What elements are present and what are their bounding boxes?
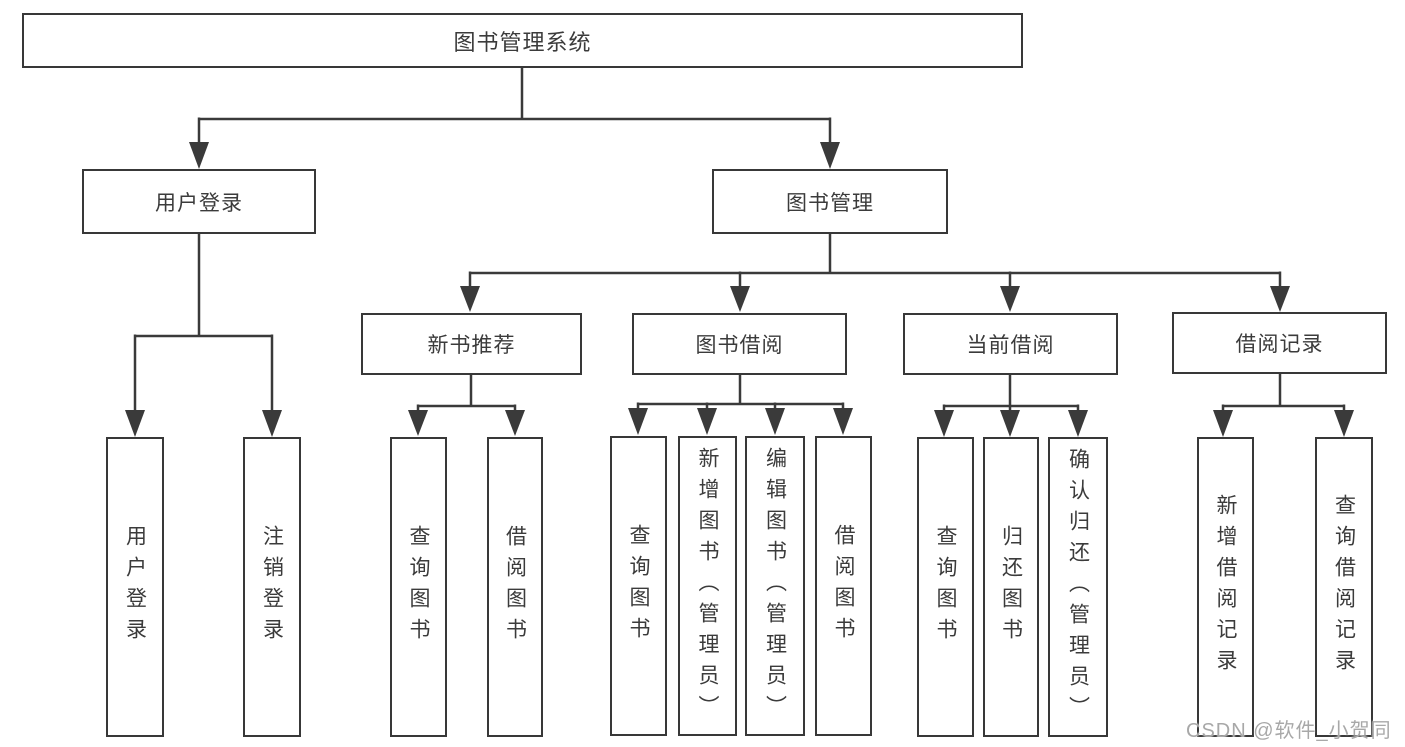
node-label: 编辑图书（管理员） <box>763 446 787 726</box>
node-label: 查询图书 <box>934 525 958 649</box>
node-label: 图书管理 <box>786 191 874 215</box>
node-label: 查询图书 <box>407 525 431 649</box>
node-label: 借阅图书 <box>832 524 856 648</box>
leaf-borrow-books: 借阅图书 <box>815 436 872 736</box>
leaf-add-books-admin: 新增图书（管理员） <box>678 436 737 736</box>
leaf-query-books-borrow: 查询图书 <box>610 436 667 736</box>
node-label: 用户登录 <box>155 191 243 215</box>
watermark: CSDN @软件_小贺同学 <box>1186 720 1392 742</box>
leaf-borrow-books-recommend: 借阅图书 <box>487 437 543 737</box>
leaf-query-books-recommend: 查询图书 <box>390 437 447 737</box>
node-label: 查询图书 <box>627 524 651 648</box>
node-label: 当前借阅 <box>966 334 1055 357</box>
node-label: 确认归还（管理员） <box>1066 447 1090 727</box>
node-library-management-system: 图书管理系统 <box>22 13 1023 68</box>
leaf-edit-books-admin: 编辑图书（管理员） <box>745 436 805 736</box>
node-label: 图书借阅 <box>695 334 784 357</box>
node-label: 图书管理系统 <box>453 29 592 55</box>
node-label: 注销登录 <box>260 525 284 649</box>
node-label: 归还图书 <box>999 525 1023 649</box>
node-label: 新书推荐 <box>427 334 516 357</box>
node-label: 查询借阅记录 <box>1332 494 1356 680</box>
node-current-borrow: 当前借阅 <box>903 313 1118 375</box>
leaf-add-borrow-record: 新增借阅记录 <box>1197 437 1254 737</box>
node-label: 借阅图书 <box>503 525 527 649</box>
leaf-confirm-return-admin: 确认归还（管理员） <box>1048 437 1108 737</box>
node-book-borrow: 图书借阅 <box>632 313 847 375</box>
node-label: 借阅记录 <box>1235 333 1324 356</box>
leaf-logout: 注销登录 <box>243 437 301 737</box>
leaf-return-books: 归还图书 <box>983 437 1039 737</box>
node-new-book-recommend: 新书推荐 <box>361 313 582 375</box>
node-label: 用户登录 <box>123 525 147 649</box>
connectors <box>125 67 1354 437</box>
node-book-management: 图书管理 <box>712 169 948 234</box>
leaf-query-borrow-record: 查询借阅记录 <box>1315 437 1373 737</box>
node-user-login: 用户登录 <box>82 169 316 234</box>
node-label: 新增借阅记录 <box>1214 494 1238 680</box>
leaf-query-books-current: 查询图书 <box>917 437 974 737</box>
node-label: 新增图书（管理员） <box>696 446 720 726</box>
node-borrow-records: 借阅记录 <box>1172 312 1387 374</box>
leaf-user-login: 用户登录 <box>106 437 164 737</box>
